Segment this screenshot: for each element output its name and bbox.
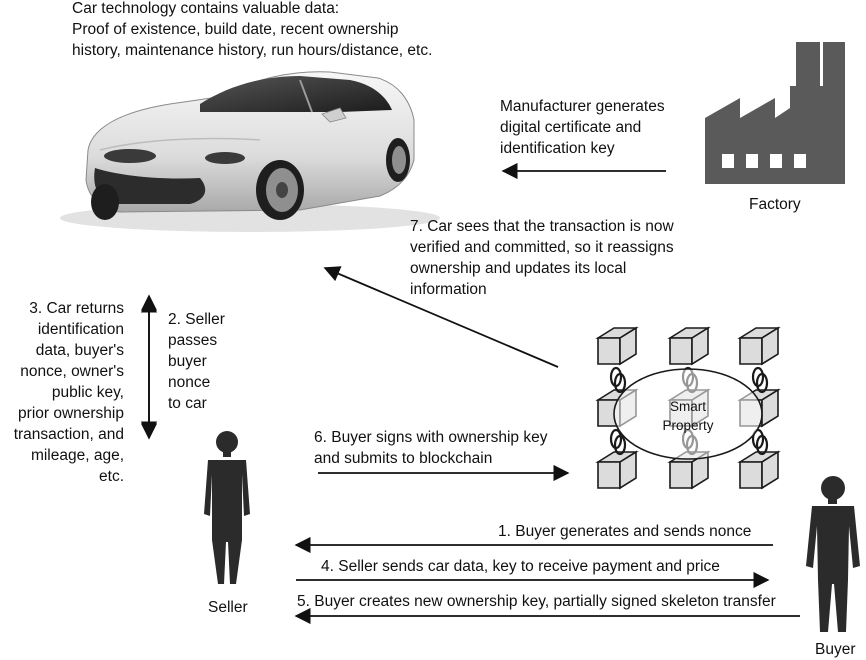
block-cube (737, 326, 781, 366)
block-cube (595, 450, 639, 490)
blockchain-to-car-arrow (323, 266, 559, 368)
factory-icon (705, 42, 845, 184)
block-cube (737, 450, 781, 490)
arrows (140, 162, 800, 625)
car-illustration (60, 71, 440, 232)
step1-text: 1. Buyer generates and sends nonce (498, 523, 752, 540)
step6-text: 6. Buyer signs with ownership key and su… (314, 429, 548, 467)
smart-property-label: Smart Property (662, 399, 714, 433)
buyer-figure (806, 476, 860, 632)
buyer-label: Buyer (815, 641, 856, 658)
factory-description: Manufacturer generates digital certifica… (500, 98, 665, 157)
seller-label: Seller (208, 599, 248, 616)
step5-text: 5. Buyer creates new ownership key, part… (297, 593, 776, 610)
step3-text: 3. Car returns identification data, buye… (13, 300, 124, 485)
seller-figure (204, 431, 250, 584)
block-cube (595, 326, 639, 366)
step4-text: 4. Seller sends car data, key to receive… (321, 558, 720, 575)
step7-text: 7. Car sees that the transaction is now … (410, 218, 674, 298)
step2-text: 2. Seller passes buyer nonce to car (168, 311, 225, 412)
block-cube (667, 326, 711, 366)
car-caption: Car technology contains valuable data: P… (72, 0, 433, 59)
factory-label: Factory (749, 196, 801, 213)
blockchain-icon (595, 326, 781, 490)
